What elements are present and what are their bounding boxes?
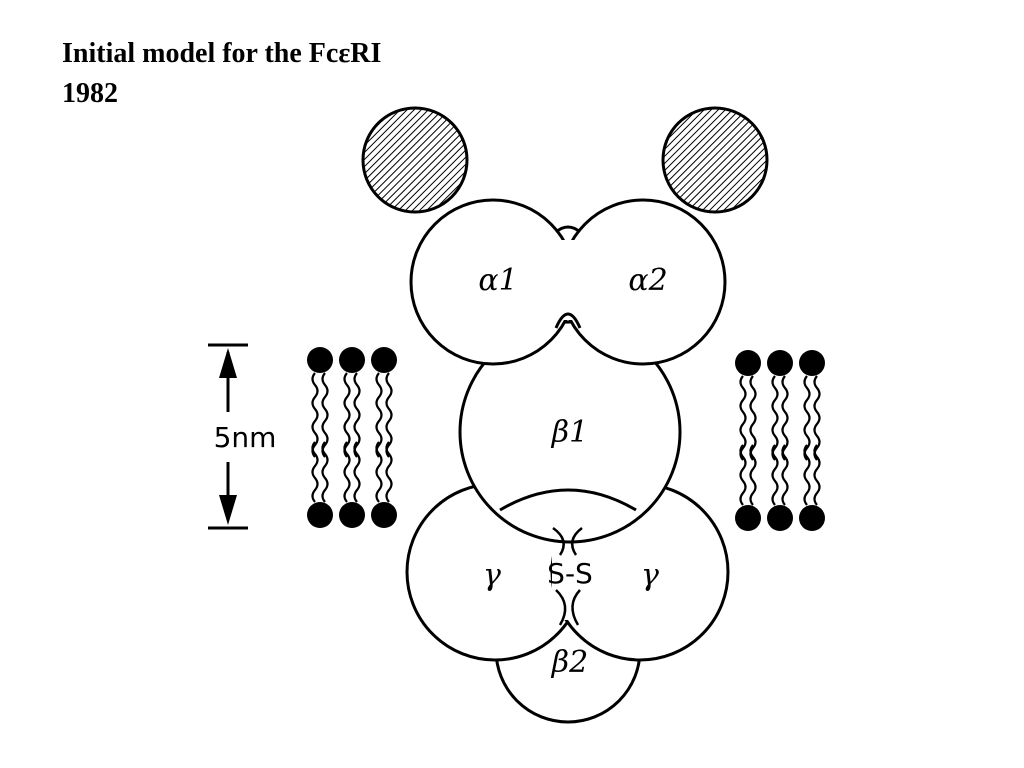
title-line-2: 1982: [62, 78, 118, 109]
label-gamma-left: γ: [483, 558, 501, 593]
membrane-lipids-left: [305, 345, 399, 530]
label-disulfide: S-S: [547, 557, 593, 590]
label-gamma-right: γ: [641, 558, 659, 593]
membrane-lipids-right: [733, 348, 827, 533]
scale-bar: [208, 343, 248, 530]
scale-label: 5nm: [214, 421, 277, 454]
title-line-1: Initial model for the FcεRI: [62, 38, 382, 69]
arrow-down-icon: [219, 495, 237, 525]
arrow-up-icon: [219, 348, 237, 378]
label-beta1: β1: [551, 415, 588, 450]
label-beta2: β2: [551, 645, 588, 680]
hatched-domain-left: [361, 106, 469, 214]
hatched-domain-right: [661, 106, 769, 214]
label-alpha1: α1: [478, 263, 517, 298]
label-alpha2: α2: [628, 263, 667, 298]
slide-title: Initial model for the FcεRI 1982: [62, 34, 381, 114]
